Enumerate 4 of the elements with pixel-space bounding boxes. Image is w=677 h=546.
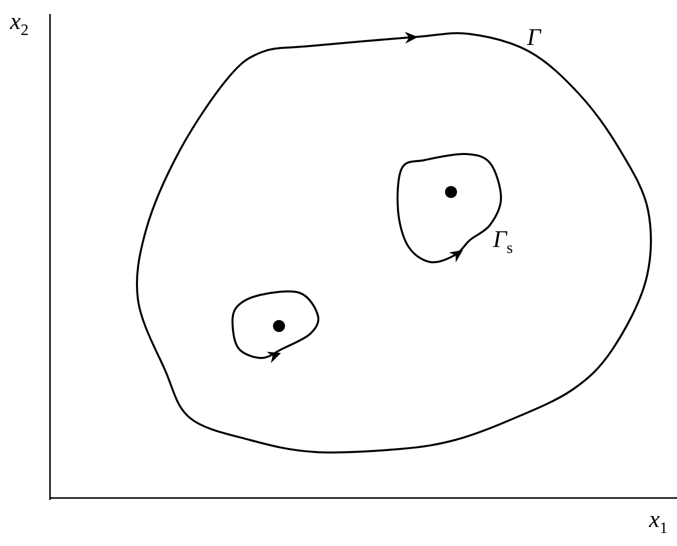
curve-label: Γ bbox=[527, 26, 541, 50]
axis-label: x$_{1}$ bbox=[649, 508, 668, 537]
axis-label: x$_{2}$ bbox=[10, 10, 29, 39]
curve-label: Γ$_{s}$ bbox=[493, 228, 513, 257]
